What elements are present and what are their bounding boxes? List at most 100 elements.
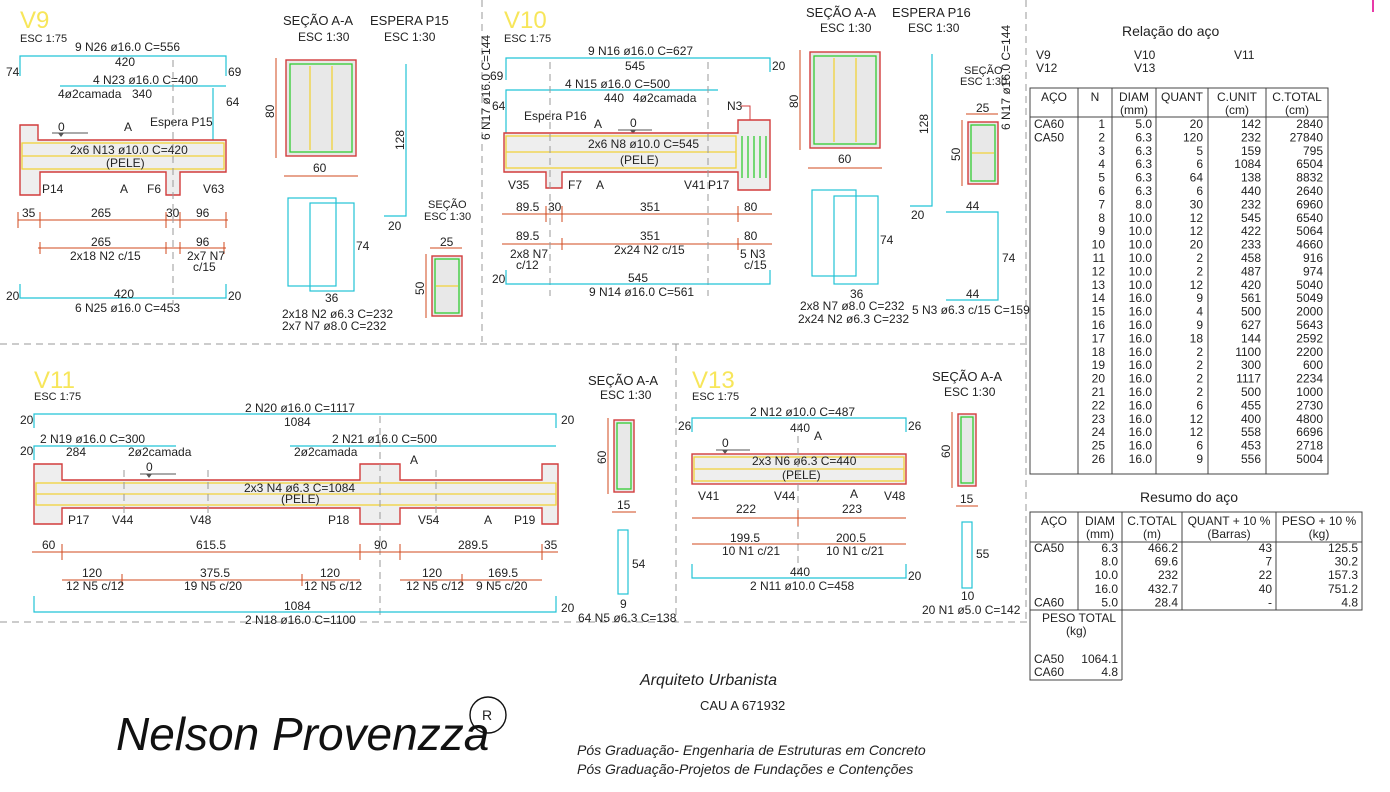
- table-cell: 17: [1092, 331, 1106, 345]
- table-cell: 64: [1190, 171, 1204, 185]
- column-header: AÇO: [1041, 514, 1067, 528]
- table-title: Relação do aço: [1122, 23, 1220, 39]
- table-cell: CA60: [1034, 117, 1064, 131]
- dimension-label: 351: [640, 229, 660, 243]
- beam-list-item: V10: [1134, 48, 1156, 62]
- table-cell: 15: [1092, 305, 1106, 319]
- level-label: 0: [722, 436, 729, 450]
- table-cell: 458: [1241, 251, 1261, 265]
- table-cell: 9: [1196, 291, 1203, 305]
- section-mark: A: [120, 182, 128, 196]
- weight-title: PESO TOTAL: [1042, 611, 1116, 625]
- espera-title: ESPERA P16: [892, 5, 971, 20]
- espera-label: 6 N17 ø16.0 C=144: [999, 25, 1013, 130]
- rebar-label: 9 N14 ø16.0 C=561: [589, 285, 694, 299]
- credential-1: Pós Graduação- Engenharia de Estruturas …: [577, 742, 926, 758]
- section-mark: A: [594, 117, 602, 131]
- column-header: PESO + 10 %: [1282, 514, 1357, 528]
- dimension-label: 26: [678, 419, 692, 433]
- signature: Nelson Provenzza: [116, 708, 489, 760]
- table-cell: 420: [1241, 278, 1261, 292]
- beam-list-item: V11: [1234, 48, 1255, 62]
- pillar-label: P14: [42, 182, 64, 196]
- rebar-label: 2x3 N4 ø6.3 C=1084: [244, 481, 355, 495]
- table-cell: 12: [1092, 264, 1106, 278]
- weight-row-value: 1064.1: [1081, 652, 1118, 666]
- table-cell: 916: [1303, 251, 1323, 265]
- table-cell: 12: [1190, 211, 1204, 225]
- beam-list-item: V9: [1036, 48, 1051, 62]
- table-cell: 4.8: [1341, 595, 1358, 609]
- dimension-label: 69: [490, 69, 504, 83]
- stirrup-label: 10 N1 c/21: [826, 544, 884, 558]
- beam-list-item: V12: [1036, 61, 1058, 75]
- column-subheader: (kg): [1309, 527, 1330, 541]
- table-cell: 13: [1092, 278, 1106, 292]
- table-cell: 8: [1098, 211, 1105, 225]
- rebar-label: 2 N19 ø16.0 C=300: [40, 432, 145, 446]
- dimension-label: 26: [908, 419, 922, 433]
- table-cell: 561: [1241, 291, 1261, 305]
- table-cell: 8.0: [1101, 555, 1118, 569]
- table-cell: 545: [1241, 211, 1261, 225]
- stirrup-label: 5 N3: [740, 247, 766, 261]
- table-cell: 8832: [1296, 171, 1323, 185]
- pillar-label: P17: [708, 178, 730, 192]
- dimension-label: 30: [548, 200, 562, 214]
- rebar-label: 2 N18 ø16.0 C=1100: [245, 613, 356, 627]
- dimension-label: 30: [166, 206, 180, 220]
- table-cell: 6.3: [1135, 157, 1152, 171]
- table-cell: 2: [1196, 264, 1203, 278]
- rebar-label: 2ø2camada: [294, 445, 358, 459]
- table-cell: 232: [1241, 130, 1261, 144]
- table-cell: 2718: [1296, 439, 1323, 453]
- dimension-label: 89.5: [516, 229, 540, 243]
- table-cell: 30: [1190, 197, 1204, 211]
- rebar-label: 2 N21 ø16.0 C=500: [332, 432, 437, 446]
- section2-title: SEÇÃO: [428, 198, 467, 211]
- column-header: DIAM: [1085, 514, 1115, 528]
- section-mark: A: [124, 120, 132, 134]
- skin-label: (PELE): [281, 492, 320, 506]
- stirrup-dim: 74: [356, 239, 370, 253]
- table-cell: 11: [1093, 251, 1106, 265]
- dimension-label: 35: [544, 538, 558, 552]
- dimension-label: 80: [744, 200, 758, 214]
- stirrup-label: 20 N1 ø5.0 C=142: [922, 603, 1021, 617]
- stirrup-dim: 44: [966, 199, 980, 213]
- table-cell: 6.3: [1101, 541, 1118, 555]
- weight-row-label: CA60: [1034, 665, 1064, 679]
- table-cell: CA50: [1034, 541, 1064, 555]
- column-header: QUANT + 10 %: [1188, 514, 1271, 528]
- section-mark: A: [850, 487, 858, 501]
- table-cell: 1084: [1234, 157, 1261, 171]
- section-scale: ESC 1:30: [600, 388, 652, 402]
- table-cell: 5.0: [1135, 117, 1152, 131]
- rebar-label: 2x6 N8 ø10.0 C=545: [588, 137, 699, 151]
- table-cell: 4800: [1296, 412, 1323, 426]
- stirrup-dim: 9: [620, 597, 627, 611]
- role: Arquiteto Urbanista: [639, 672, 777, 689]
- table-cell: 22: [1092, 398, 1106, 412]
- table-cell: 144: [1241, 331, 1261, 345]
- section-dim: 15: [960, 492, 974, 506]
- stirrup-label: 19 N5 c/20: [184, 579, 242, 593]
- dimension-label: 284: [66, 445, 86, 459]
- stirrup-label: 2x18 N2 ø6.3 C=232: [282, 307, 393, 321]
- column-header: N: [1091, 90, 1100, 104]
- section-dim: 60: [939, 444, 953, 458]
- table-cell: 16.0: [1129, 412, 1153, 426]
- table-cell: 6.3: [1135, 144, 1152, 158]
- table-cell: 10.0: [1095, 568, 1119, 582]
- table-cell: 232: [1241, 197, 1261, 211]
- stirrup-label: c/15: [744, 258, 767, 272]
- table-cell: 6.3: [1135, 184, 1152, 198]
- table-cell: 1000: [1296, 385, 1323, 399]
- rebar-label: 2x3 N6 ø6.3 C=440: [752, 454, 857, 468]
- column-subheader: (m): [1143, 527, 1161, 541]
- rebar-label: 4 N23 ø16.0 C=400: [93, 73, 198, 87]
- table-cell: 2: [1196, 358, 1203, 372]
- table-cell: 233: [1241, 238, 1261, 252]
